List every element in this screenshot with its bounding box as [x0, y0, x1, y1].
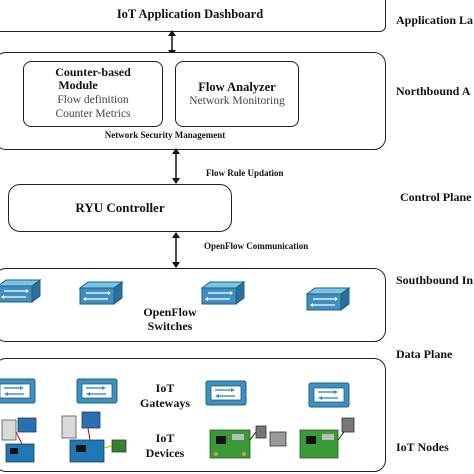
iot-gateways-label-1: IoT [155, 381, 175, 395]
gateway-icon [76, 378, 118, 404]
network-security-management-label: Network Security Management [104, 130, 226, 140]
arduino-device-icon [61, 411, 127, 463]
app-dashboard-box: IoT Application Dashboard [0, 0, 386, 32]
raspberry-pi-device-icon [299, 417, 355, 459]
raspberry-pi-device-icon [209, 425, 287, 459]
layer-label-northbound: Northbound A [396, 84, 471, 98]
northbound-box: Counter-based Module Flow definition Cou… [0, 52, 386, 150]
layer-label-southbound: Southbound In [396, 273, 474, 287]
counter-module-title-2: Module [58, 78, 98, 92]
switch-icon [0, 279, 41, 303]
flow-analyzer-module: Flow Analyzer Network Monitoring [175, 61, 299, 127]
app-dashboard-title: IoT Application Dashboard [116, 7, 264, 21]
switch-icon [79, 281, 123, 305]
gateway-icon [205, 380, 247, 406]
switch-icon [306, 287, 350, 311]
layer-label-iot-nodes: IoT Nodes [396, 440, 449, 454]
flow-definition-label: Flow definition [57, 94, 129, 106]
layer-label-application: Application La [396, 13, 474, 27]
switch-icon [201, 281, 245, 305]
arrow-northbound-controller [172, 148, 180, 184]
counter-module-title-1: Counter-based [55, 65, 131, 79]
counter-metrics-label: Counter Metrics [55, 108, 131, 120]
iot-devices-label-1: IoT [155, 431, 175, 445]
layer-label-data: Data Plane [396, 347, 453, 361]
iot-gateways-label-2: Gateways [140, 396, 190, 410]
ryu-controller-title: RYU Controller [75, 200, 165, 215]
gateway-icon [0, 378, 36, 404]
gateway-icon [308, 382, 350, 408]
iot-devices-label-2: Devices [145, 446, 185, 460]
controller-box: RYU Controller [8, 184, 232, 232]
openflow-communication-label: OpenFlow Communication [204, 241, 309, 251]
openflow-switches-label-2: Switches [147, 319, 193, 333]
arrow-controller-switches [172, 232, 180, 268]
layer-label-control: Control Plane [400, 190, 472, 204]
flow-rule-updation-label: Flow Rule Updation [206, 168, 284, 178]
arduino-device-icon [1, 417, 37, 463]
openflow-switches-label-1: OpenFlow [143, 305, 197, 319]
network-monitoring-label: Network Monitoring [189, 95, 285, 107]
counter-based-module: Counter-based Module Flow definition Cou… [23, 61, 163, 127]
flow-analyzer-title: Flow Analyzer [198, 80, 276, 94]
